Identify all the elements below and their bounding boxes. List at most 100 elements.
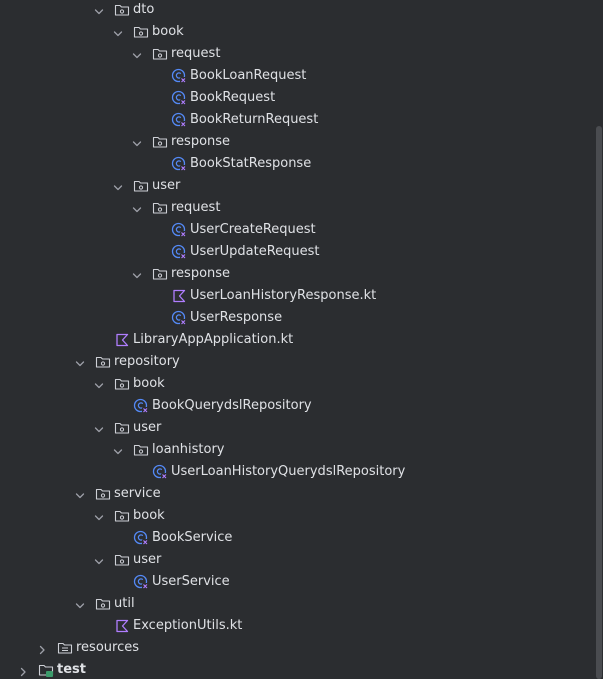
tree-item-label: BookStatResponse xyxy=(190,156,312,171)
package-folder-icon xyxy=(152,266,168,282)
tree-row-request[interactable]: request xyxy=(0,43,594,65)
tree-row-user-create-request[interactable]: UserCreateRequest xyxy=(0,219,594,241)
tree-row-library-app-application[interactable]: LibraryAppApplication.kt xyxy=(0,329,594,351)
chevron-down-icon[interactable] xyxy=(74,356,86,368)
chevron-down-icon[interactable] xyxy=(131,202,143,214)
tree-row-user-loan-history-response[interactable]: UserLoanHistoryResponse.kt xyxy=(0,285,594,307)
tree-item-label: UserUpdateRequest xyxy=(190,244,320,259)
tree-row-book[interactable]: book xyxy=(0,505,594,527)
tree-row-response[interactable]: response xyxy=(0,131,594,153)
kotlin-class-icon xyxy=(133,398,149,414)
package-folder-icon xyxy=(152,134,168,150)
kotlin-class-icon xyxy=(171,156,187,172)
tree-item-label: user xyxy=(152,178,181,193)
resources-folder-icon xyxy=(57,640,73,656)
tree-item-label: book xyxy=(133,376,165,391)
tree-item-label: UserLoanHistoryQuerydslRepository xyxy=(171,464,406,479)
tree-item-label: response xyxy=(171,266,231,281)
package-folder-icon xyxy=(95,486,111,502)
tree-item-label: request xyxy=(171,200,221,215)
package-folder-icon xyxy=(114,376,130,392)
tree-row-test[interactable]: test xyxy=(0,659,594,679)
package-folder-icon xyxy=(95,354,111,370)
tree-item-label: BookService xyxy=(152,530,233,545)
tree-item-label: user xyxy=(133,552,162,567)
tree-row-book-service[interactable]: BookService xyxy=(0,527,594,549)
tree-row-user[interactable]: user xyxy=(0,175,594,197)
chevron-down-icon[interactable] xyxy=(74,598,86,610)
tree-row-response[interactable]: response xyxy=(0,263,594,285)
tree-item-label: user xyxy=(133,420,162,435)
package-folder-icon xyxy=(114,420,130,436)
chevron-down-icon[interactable] xyxy=(93,4,105,16)
tree-row-book-return-request[interactable]: BookReturnRequest xyxy=(0,109,594,131)
tree-row-book[interactable]: book xyxy=(0,373,594,395)
tree-item-label: repository xyxy=(114,354,180,369)
tree-row-book-request[interactable]: BookRequest xyxy=(0,87,594,109)
package-folder-icon xyxy=(114,552,130,568)
kotlin-class-icon xyxy=(171,222,187,238)
tree-item-label: test xyxy=(57,662,86,677)
kotlin-class-icon xyxy=(133,574,149,590)
tree-item-label: BookLoanRequest xyxy=(190,68,307,83)
kotlin-class-icon xyxy=(171,112,187,128)
kotlin-class-icon xyxy=(171,310,187,326)
chevron-down-icon[interactable] xyxy=(93,554,105,566)
tree-row-book-stat-response[interactable]: BookStatResponse xyxy=(0,153,594,175)
tree-item-label: ExceptionUtils.kt xyxy=(133,618,243,633)
kotlin-file-icon xyxy=(171,288,187,304)
package-folder-icon xyxy=(152,46,168,62)
package-folder-icon xyxy=(152,200,168,216)
tree-item-label: response xyxy=(171,134,231,149)
chevron-down-icon[interactable] xyxy=(93,378,105,390)
chevron-down-icon[interactable] xyxy=(131,268,143,280)
chevron-down-icon[interactable] xyxy=(74,488,86,500)
chevron-down-icon[interactable] xyxy=(112,26,124,38)
tree-row-book-querydsl-repository[interactable]: BookQuerydslRepository xyxy=(0,395,594,417)
tree-item-label: BookQuerydslRepository xyxy=(152,398,312,413)
tree-row-user-response[interactable]: UserResponse xyxy=(0,307,594,329)
package-folder-icon xyxy=(114,508,130,524)
tree-row-dto[interactable]: dto xyxy=(0,0,594,21)
tree-row-util[interactable]: util xyxy=(0,593,594,615)
tree-row-user[interactable]: user xyxy=(0,549,594,571)
tree-item-label: dto xyxy=(133,2,155,17)
chevron-down-icon[interactable] xyxy=(93,422,105,434)
tree-row-loanhistory[interactable]: loanhistory xyxy=(0,439,594,461)
scrollbar-thumb[interactable] xyxy=(596,126,602,679)
tree-row-exception-utils[interactable]: ExceptionUtils.kt xyxy=(0,615,594,637)
tree-item-label: UserCreateRequest xyxy=(190,222,316,237)
kotlin-class-icon xyxy=(171,90,187,106)
tree-row-book-loan-request[interactable]: BookLoanRequest xyxy=(0,65,594,87)
tree-row-user-loan-history-querydsl-repository[interactable]: UserLoanHistoryQuerydslRepository xyxy=(0,461,594,483)
chevron-down-icon[interactable] xyxy=(112,444,124,456)
tree-row-user-update-request[interactable]: UserUpdateRequest xyxy=(0,241,594,263)
tree-row-service[interactable]: service xyxy=(0,483,594,505)
kotlin-file-icon xyxy=(114,332,130,348)
tree-item-label: BookReturnRequest xyxy=(190,112,319,127)
tree-item-label: LibraryAppApplication.kt xyxy=(133,332,294,347)
tree-row-user-service[interactable]: UserService xyxy=(0,571,594,593)
chevron-right-icon[interactable] xyxy=(36,642,48,655)
tree-item-label: UserService xyxy=(152,574,230,589)
chevron-down-icon[interactable] xyxy=(112,180,124,192)
kotlin-class-icon xyxy=(171,244,187,260)
tree-item-label: BookRequest xyxy=(190,90,276,105)
tree-row-repository[interactable]: repository xyxy=(0,351,594,373)
vertical-scrollbar[interactable] xyxy=(595,0,603,679)
chevron-down-icon[interactable] xyxy=(131,136,143,148)
tree-row-user[interactable]: user xyxy=(0,417,594,439)
kotlin-file-icon xyxy=(114,618,130,634)
tree-row-request[interactable]: request xyxy=(0,197,594,219)
tree-item-label: service xyxy=(114,486,161,501)
chevron-down-icon[interactable] xyxy=(93,510,105,522)
tree-item-label: request xyxy=(171,46,221,61)
chevron-right-icon[interactable] xyxy=(17,664,29,677)
tree-row-book[interactable]: book xyxy=(0,21,594,43)
tree-item-label: util xyxy=(114,596,135,611)
tree-item-label: UserLoanHistoryResponse.kt xyxy=(190,288,377,303)
tree-item-label: book xyxy=(133,508,165,523)
chevron-down-icon[interactable] xyxy=(131,48,143,60)
tree-row-resources[interactable]: resources xyxy=(0,637,594,659)
